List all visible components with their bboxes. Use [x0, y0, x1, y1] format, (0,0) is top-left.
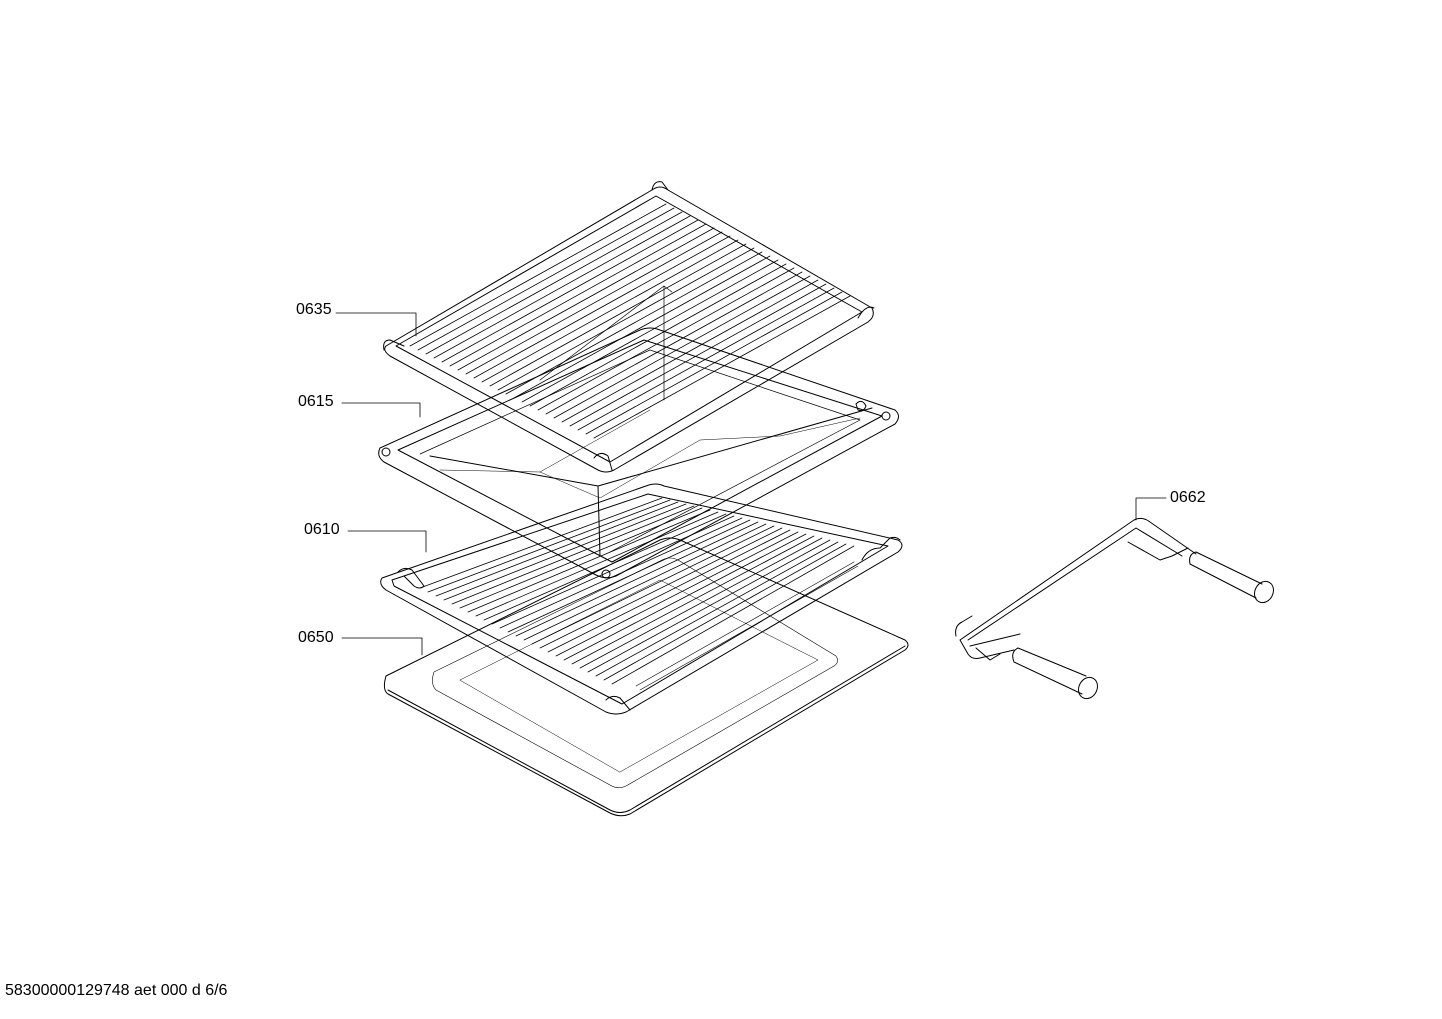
label-pan-handle: 0662	[1170, 489, 1206, 506]
wire-rack-lower	[381, 484, 902, 714]
universal-pan	[384, 538, 908, 816]
label-rack-bottom: 0610	[304, 521, 340, 538]
tray-inner-top	[420, 350, 860, 552]
label-universal-pan: 0650	[298, 629, 334, 646]
pan-outer	[384, 538, 908, 816]
rack-lower-frame	[381, 484, 902, 714]
tray-hole-left	[382, 448, 390, 456]
label-baking-tray: 0615	[298, 393, 334, 410]
pan-rim	[388, 646, 905, 813]
label-rack-top: 0635	[296, 301, 332, 318]
rack-upper-right-hook	[858, 307, 874, 318]
wire-rack-upper	[384, 182, 874, 472]
tray-floor-lines	[440, 410, 860, 498]
tray-hole-front	[602, 570, 610, 578]
handle-wire-inner	[968, 528, 1182, 646]
rack-lower-front-rail	[636, 562, 858, 690]
rack-upper-support	[540, 286, 672, 400]
tray-notch	[856, 401, 866, 410]
rack-upper-frame	[385, 187, 874, 472]
leader-lines	[336, 313, 1166, 655]
tray-wall-front	[430, 408, 872, 556]
rack-lower-hook-left	[398, 568, 424, 588]
rack-lower-hook-right	[862, 537, 900, 560]
rack-upper-front-hook	[594, 453, 612, 470]
rack-upper-bars	[410, 204, 850, 438]
rack-lower-bars	[420, 498, 854, 684]
handle-grip-left	[1013, 648, 1101, 702]
leader-0610	[348, 531, 426, 552]
rack-lower-frame-inner	[392, 494, 888, 704]
leader-0635	[336, 313, 416, 336]
rack-lower-hook-front	[606, 696, 630, 710]
pan-inner	[432, 558, 837, 788]
pan-handle	[956, 518, 1278, 702]
handle-grip-right	[1190, 552, 1278, 606]
pan-inner-floor	[460, 580, 818, 772]
handle-wire-mid	[976, 542, 1188, 660]
leader-0650	[342, 638, 422, 655]
leader-0662	[1136, 498, 1166, 520]
rack-upper-left-hook	[384, 340, 404, 350]
document-footer-id: 58300000129748 aet 000 d 6/6	[5, 982, 228, 999]
tray-outer	[379, 328, 899, 578]
baking-tray	[379, 328, 899, 578]
tray-hole-right	[882, 412, 890, 420]
handle-wire-bend	[956, 616, 972, 636]
leader-0615	[342, 403, 420, 417]
handle-wire-outer	[960, 518, 1196, 658]
rack-upper-back-hook	[652, 182, 668, 190]
